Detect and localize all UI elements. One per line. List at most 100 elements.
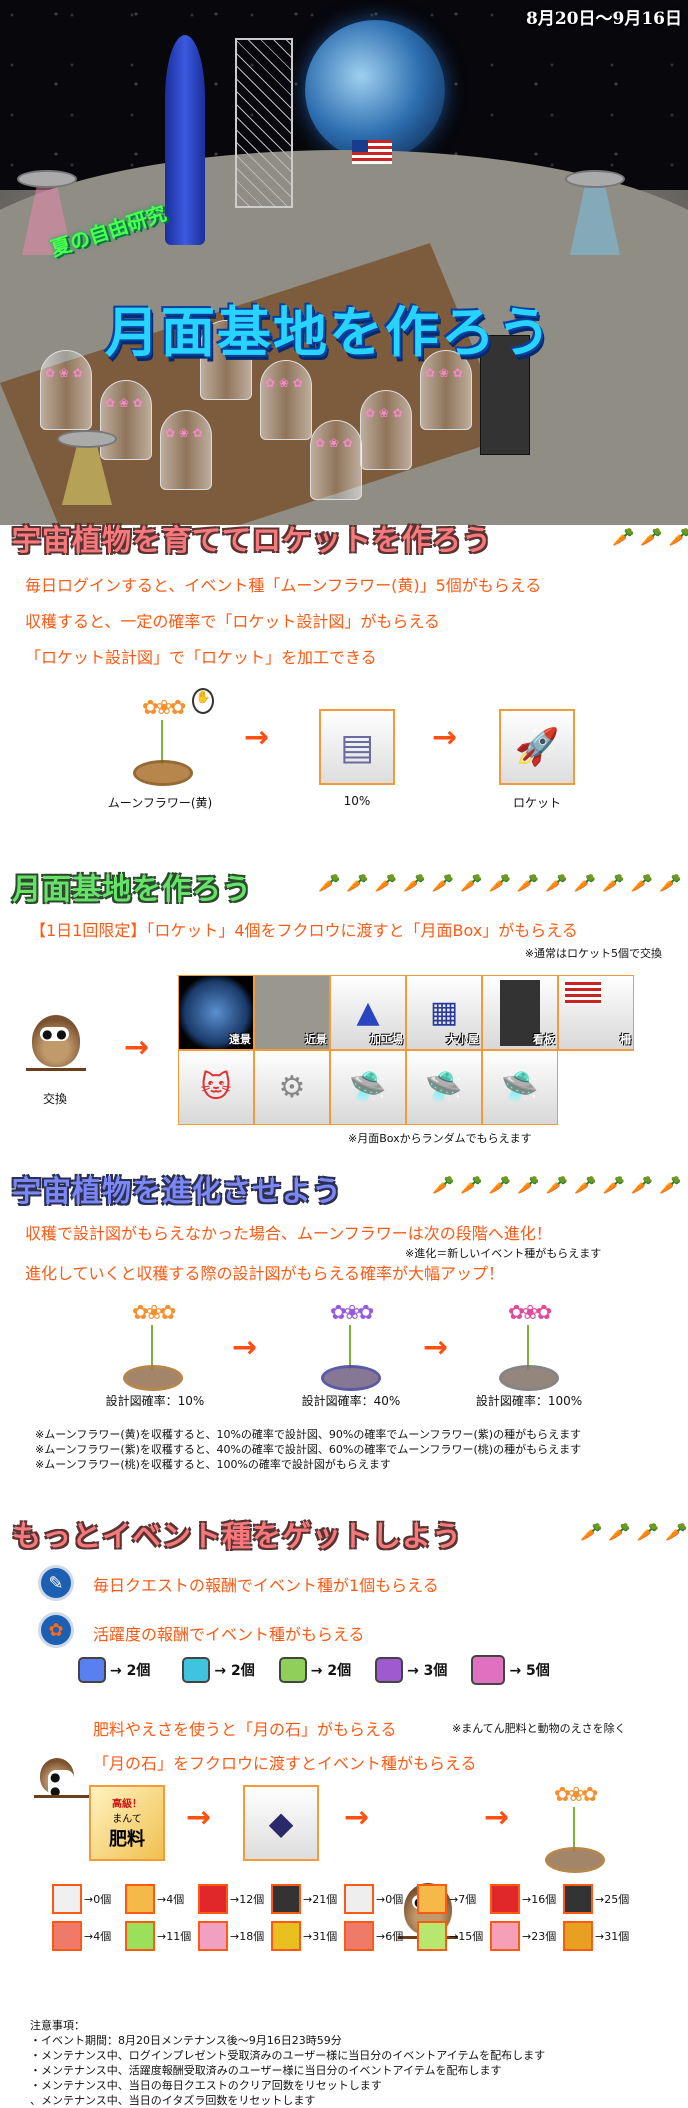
arrow-icon: →	[232, 1330, 258, 1365]
event-date-range: 8月20日〜9月16日	[526, 9, 682, 29]
flow-label: ロケット	[512, 796, 561, 810]
moonflower-purple-icon: ✿❀✿	[316, 1300, 386, 1395]
gift-box-icon	[278, 1657, 307, 1683]
section1-heading: 宇宙植物を育ててロケットを作ろう	[12, 523, 493, 557]
fertilizer-rate: →12個	[198, 1884, 271, 1914]
organic-feed-rate: →6個	[344, 1921, 417, 1951]
ufo-yellow-icon: 🛸	[349, 1070, 387, 1105]
notice-item: ・メンテナンス中、ログインプレゼント受取済みのユーザー様に当日分のイベントアイテ…	[30, 2049, 546, 2062]
fertilizer-exchange-row: →0個 →4個 →12個 →21個 →0個 →7個 →16個 →25個	[52, 1884, 636, 1914]
moonstone-line: 肥料やえさを使うと「月の石」がもらえる	[93, 1720, 397, 1739]
quest-line: 毎日クエストの報酬でイベント種が1個もらえる	[93, 1576, 439, 1595]
item-ufo-yellow: 🛸	[330, 1050, 406, 1125]
section3-evolve-note: ※進化＝新しいイベント種がもらえます	[405, 1247, 602, 1260]
organic-exchange-row: →4個 →11個 →18個 →31個 →6個 →15個 →23個 →31個	[52, 1921, 636, 1951]
moon-box-items-grid: 遠景 近景 ▲加工場 ▦犬小屋 看板 柵 🐱 ⚙ 🛸 🛸 🛸	[178, 975, 634, 1125]
section2-note: ※通常はロケット5個で交換	[524, 947, 662, 960]
organic-fertilizer-rate: →4個	[52, 1921, 125, 1951]
flower-dome	[40, 350, 92, 430]
fertilizer-rate: →4個	[125, 1884, 198, 1914]
moonflower-yellow-icon: ✿❀✿	[540, 1782, 610, 1877]
gift-box-icon	[182, 1657, 211, 1683]
feed-rate: →16個	[490, 1884, 563, 1914]
item-lunar-rover: ⚙	[254, 1050, 330, 1125]
blueprint-icon: ▤	[319, 709, 395, 785]
notice-item: ・イベント期間：8月20日メンテナンス後〜9月16日23時59分	[30, 2034, 342, 2047]
activity-reward: → 2個	[278, 1655, 351, 1685]
arrow-icon: →	[344, 1800, 370, 1835]
organic-fertilizer-icon	[198, 1921, 228, 1951]
arrow-icon: →	[244, 720, 270, 755]
ufo-pink-icon	[17, 170, 77, 188]
ufo-pink-icon: 🛸	[501, 1070, 539, 1105]
evolution-note: ※ムーンフラワー(黄)を収穫すると、10%の確率で設計図、90%の確率でムーンフ…	[35, 1428, 582, 1441]
evolution-note: ※ムーンフラワー(桃)を収穫すると、100%の確率で設計図がもらえます	[35, 1458, 391, 1471]
activity-reward: → 2個	[78, 1655, 150, 1685]
fertilizer-bag-icon	[271, 1884, 301, 1914]
stage-probability: 設計図確率：100%	[475, 1394, 583, 1408]
organic-fertilizer-rate: →18個	[198, 1921, 271, 1951]
flower-dome	[100, 380, 152, 460]
harvest-glove-icon: ✋	[192, 688, 214, 714]
notice-item: 、メンテナンス中、当日のイタズラ回数をリセットします	[30, 2094, 316, 2107]
activity-reward: → 2個	[182, 1655, 255, 1685]
astronaut-cat-icon: 🐱	[200, 1070, 232, 1105]
owl-icon	[26, 1015, 86, 1071]
section1-line: 毎日ログインすると、イベント種「ムーンフラワー(黄)」5個がもらえる	[25, 576, 542, 595]
activity-icon: ✿	[38, 1612, 74, 1648]
carrot-decoration: 🥕🥕🥕🥕🥕🥕🥕🥕🥕🥕🥕🥕🥕🥕	[318, 873, 688, 894]
gift-box-icon	[471, 1655, 506, 1685]
hero-title: 月面基地を作ろう	[105, 301, 553, 364]
rocket-tower-icon: ▲	[356, 995, 380, 1030]
notice-item: ・メンテナンス中、当日の毎日クエストのクリア回数をリセットします	[30, 2079, 382, 2092]
fertilizer-bag-icon	[52, 1884, 82, 1914]
moonflower-yellow-icon: ✿❀✿	[128, 695, 198, 790]
feed-rate: →25個	[563, 1884, 636, 1914]
animal-feed-icon	[563, 1884, 593, 1914]
earth-image	[305, 20, 445, 160]
item-far-view: 遠景	[178, 975, 254, 1050]
feed-rate: →0個	[344, 1884, 417, 1914]
activity-line: 活躍度の報酬でイベント種がもらえる	[93, 1625, 365, 1644]
arrow-icon: →	[423, 1330, 449, 1365]
section1-line: 収穫すると、一定の確率で「ロケット設計図」がもらえる	[25, 612, 440, 631]
flow-label: ムーンフラワー(黄)	[107, 796, 213, 810]
section2-heading: 月面基地を作ろう	[12, 872, 253, 906]
section3-line: 進化していくと収穫する際の設計図がもらえる確率が大幅アップ！	[25, 1264, 505, 1283]
flower-dome	[360, 390, 412, 470]
organic-fertilizer-rate: →31個	[271, 1921, 344, 1951]
notice-item: ・メンテナンス中、活躍度報酬受取済みのユーザー様に当日分のイベントアイテムを配布…	[30, 2064, 502, 2077]
arrow-icon: →	[484, 1800, 510, 1835]
us-flag-icon	[352, 140, 392, 164]
gift-box-icon	[78, 1657, 106, 1683]
animal-feed-icon	[344, 1884, 374, 1914]
item-astronaut-cat: 🐱	[178, 1050, 254, 1125]
stage-probability: 設計図確率：40%	[301, 1394, 401, 1408]
moonflower-pink-icon: ✿❀✿	[494, 1300, 564, 1395]
section4-heading: もっとイベント種をゲットしよう	[12, 1519, 463, 1553]
flower-dome	[160, 410, 212, 490]
organic-feed-icon	[563, 1921, 593, 1951]
organic-feed-icon	[417, 1921, 447, 1951]
exchange-line: 「月の石」をフクロウに渡すとイベント種がもらえる	[93, 1754, 477, 1773]
item-near-view: 近景	[254, 975, 330, 1050]
flow-label: 10%	[343, 794, 371, 808]
item-signboard: 看板	[482, 975, 558, 1050]
notice-title: 注意事項：	[30, 2019, 85, 2032]
premium-fertilizer-icon: 高級！ まんて 肥料	[89, 1785, 165, 1861]
section1-line: 「ロケット設計図」で「ロケット」を加工できる	[25, 648, 377, 667]
flower-dome	[260, 360, 312, 440]
section3-line: 収穫で設計図がもらえなかった場合、ムーンフラワーは次の段階へ進化！	[25, 1224, 552, 1243]
flower-dome	[420, 350, 472, 430]
launch-tower-image	[235, 38, 293, 208]
animal-feed-icon	[417, 1884, 447, 1914]
satellite-icon: ▦	[429, 995, 459, 1030]
item-doghouse: ▦犬小屋	[406, 975, 482, 1050]
arrow-icon: →	[124, 1030, 150, 1065]
section2-random-note: ※月面Boxからランダムでもらえます	[348, 1132, 532, 1145]
notice-section: 注意事項： ・イベント期間：8月20日メンテナンス後〜9月16日23時59分 ・…	[30, 2018, 545, 2108]
moonstone-note: ※まんてん肥料と動物のえさを除く	[452, 1722, 626, 1735]
exchange-label: 交換	[42, 1092, 67, 1106]
item-workshop: ▲加工場	[330, 975, 406, 1050]
item-ufo-pink: 🛸	[482, 1050, 558, 1125]
